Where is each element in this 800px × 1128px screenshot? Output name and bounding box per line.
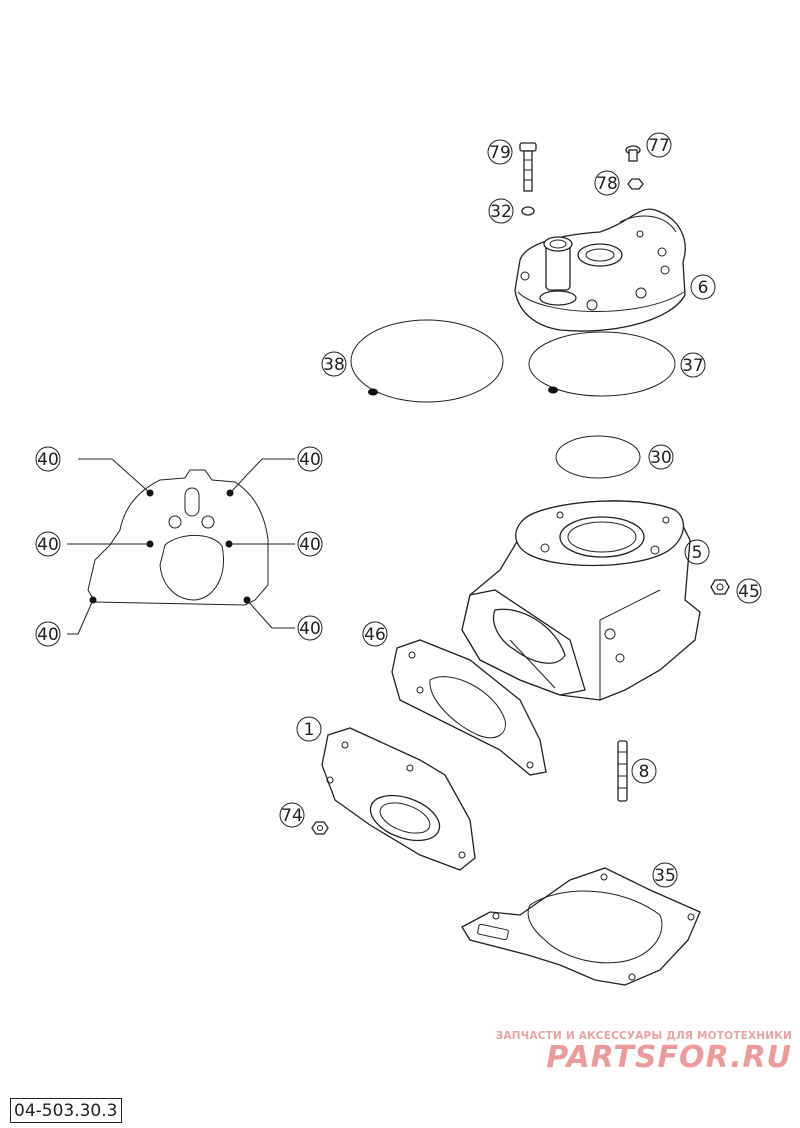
svg-text:40: 40 [299,450,321,470]
bolt-part-79 [519,142,537,192]
svg-text:77: 77 [648,136,670,156]
svg-text:74: 74 [281,806,303,826]
callout-78: 78 [594,170,620,196]
svg-text:32: 32 [490,202,512,222]
washer-part-32 [521,206,535,216]
callout-32: 32 [488,198,514,224]
callout-46: 46 [362,621,388,647]
callout-40-top-left: 40 [35,446,61,472]
o-ring-part-30 [555,435,641,479]
callout-6: 6 [690,274,716,300]
callout-1: 1 [296,716,322,742]
svg-text:40: 40 [37,535,59,555]
intake-flange-part-1 [321,727,476,871]
svg-text:45: 45 [738,582,760,602]
svg-text:1: 1 [304,720,315,740]
nut-part-45 [710,579,730,595]
callout-79: 79 [487,139,513,165]
callout-8: 8 [631,758,657,784]
document-code: 04-503.30.3 [10,1098,123,1123]
o-ring-part-38 [350,319,504,403]
svg-text:30: 30 [650,448,672,468]
svg-text:38: 38 [323,355,345,375]
callout-35: 35 [652,862,678,888]
nut-part-74 [311,821,329,835]
cylinder-part-5 [461,500,701,701]
svg-text:40: 40 [37,625,59,645]
svg-text:40: 40 [299,535,321,555]
callout-40-mid-left: 40 [35,531,61,557]
stud-part-8 [617,740,628,802]
svg-text:6: 6 [698,278,709,298]
callout-40-top-right: 40 [297,446,323,472]
watermark: ЗАПЧАСТИ И АКСЕССУАРЫ ДЛЯ МОТОТЕХНИКИ PA… [486,1030,792,1075]
callout-77: 77 [646,132,672,158]
cylinder-head-part-6 [514,208,686,332]
callout-45: 45 [736,578,762,604]
nut-part-78 [627,178,644,190]
o-ring-part-37 [528,331,676,397]
callout-74: 74 [279,802,305,828]
watermark-tagline: ЗАПЧАСТИ И АКСЕССУАРЫ ДЛЯ МОТОТЕХНИКИ [495,1030,792,1042]
base-gasket-part-35 [461,867,701,986]
svg-text:5: 5 [692,543,703,563]
svg-text:37: 37 [682,356,704,376]
watermark-logo: PARTSFOR.RU [546,1040,792,1075]
callout-37: 37 [680,352,706,378]
callout-30: 30 [648,444,674,470]
cylinder-base-outline [87,469,269,606]
svg-text:40: 40 [37,450,59,470]
callout-5: 5 [684,539,710,565]
callout-40-mid-right: 40 [297,531,323,557]
svg-text:46: 46 [364,625,386,645]
callout-40-bottom-left: 40 [35,621,61,647]
callout-38: 38 [321,351,347,377]
svg-text:8: 8 [639,762,650,782]
svg-text:78: 78 [596,174,618,194]
gasket-part-46 [391,639,547,776]
svg-text:35: 35 [654,866,676,886]
callout-40-bottom-right: 40 [297,615,323,641]
svg-text:79: 79 [489,143,511,163]
svg-text:40: 40 [299,619,321,639]
leader-lines [67,458,295,635]
screw-part-77 [625,145,641,162]
